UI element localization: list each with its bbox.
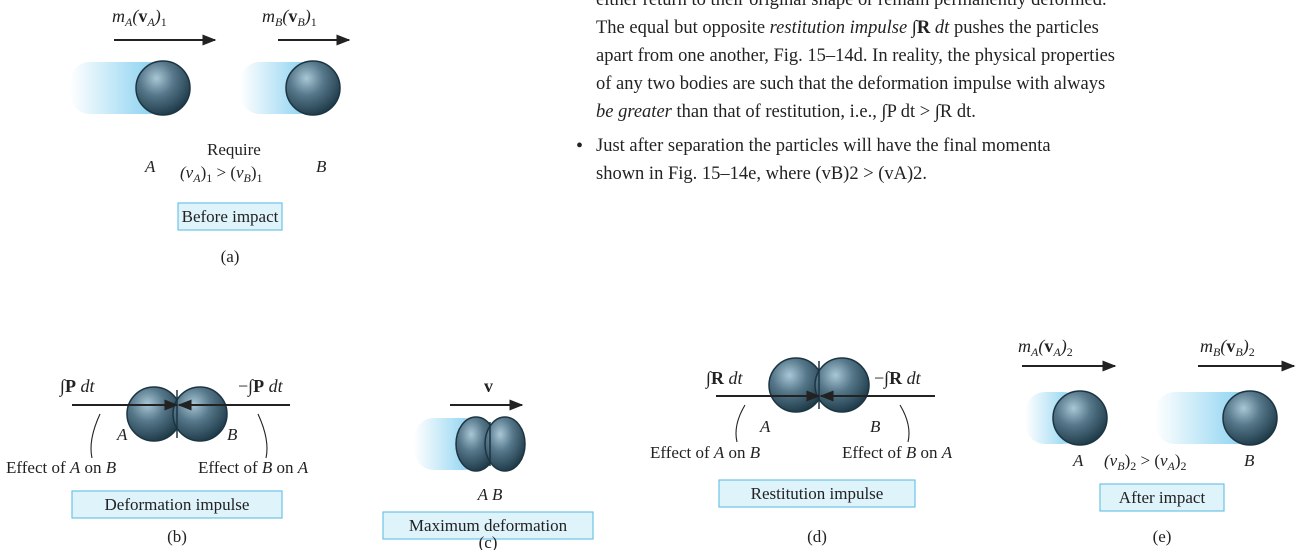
effect-right-d: Effect of B on A [842, 443, 953, 462]
letter-b: (b) [167, 527, 187, 546]
impulse-P-right: −∫P dt [238, 376, 284, 397]
require-label: Require [207, 140, 261, 159]
label-B-b: B [227, 425, 238, 444]
momentum-A-label: mA(vA)1 [112, 6, 167, 29]
sphere-A-icon [136, 61, 190, 115]
letter-a: (a) [221, 247, 240, 266]
sphere-B-restitution-icon [815, 358, 869, 412]
caption-a: Before impact [182, 207, 279, 226]
sphere-B2-icon [1223, 391, 1277, 445]
panel-e: mA(vA)2 mB(vB)2 A (vB)2 > (vA)2 B After … [1018, 336, 1294, 546]
letter-c-text: (c) [479, 533, 498, 550]
caption-b: Deformation impulse [105, 495, 250, 514]
sphere-B-merged-icon [485, 417, 525, 471]
panel-c: v A B Maximum deformation [383, 376, 593, 539]
label-A-d: A [759, 417, 771, 436]
sphere-B-icon [286, 61, 340, 115]
caption-e: After impact [1119, 488, 1206, 507]
velocity-label: v [484, 376, 493, 396]
panel-a: mA(vA)1 mB(vB)1 Require A (vA)1 > (vB)1 … [70, 6, 349, 266]
label-A: A [144, 157, 156, 176]
effect-right-b: Effect of B on A [198, 458, 309, 477]
sphere-A2-icon [1053, 391, 1107, 445]
label-A-e: A [1072, 451, 1084, 470]
impulse-P-left: ∫P dt [59, 376, 95, 397]
panel-d: ∫R dt −∫R dt A B Effect of A on B Effect… [650, 358, 953, 546]
condition-label: (vA)1 > (vB)1 [180, 163, 263, 185]
effect-left-d: Effect of A on B [650, 443, 761, 462]
letter-d: (d) [807, 527, 827, 546]
condition-e-label: (vB)2 > (vA)2 [1104, 451, 1187, 473]
label-B-e: B [1244, 451, 1255, 470]
label-AB-c: A B [477, 485, 503, 504]
letter-e: (e) [1153, 527, 1172, 546]
impulse-R-left: ∫R dt [705, 368, 743, 389]
impulse-R-right: −∫R dt [874, 368, 922, 389]
momentum-A2-label: mA(vA)2 [1018, 336, 1073, 359]
sphere-B-deformed-icon [173, 387, 227, 441]
caption-d: Restitution impulse [751, 484, 884, 503]
effect-left-b: Effect of A on B [6, 458, 117, 477]
momentum-B2-label: mB(vB)2 [1200, 336, 1255, 359]
label-B: B [316, 157, 327, 176]
label-B-d: B [870, 417, 881, 436]
panel-b: ∫P dt −∫P dt A B Effect of A on B Effect… [6, 376, 309, 546]
momentum-B-label: mB(vB)1 [262, 6, 317, 29]
label-A-b: A [116, 425, 128, 444]
